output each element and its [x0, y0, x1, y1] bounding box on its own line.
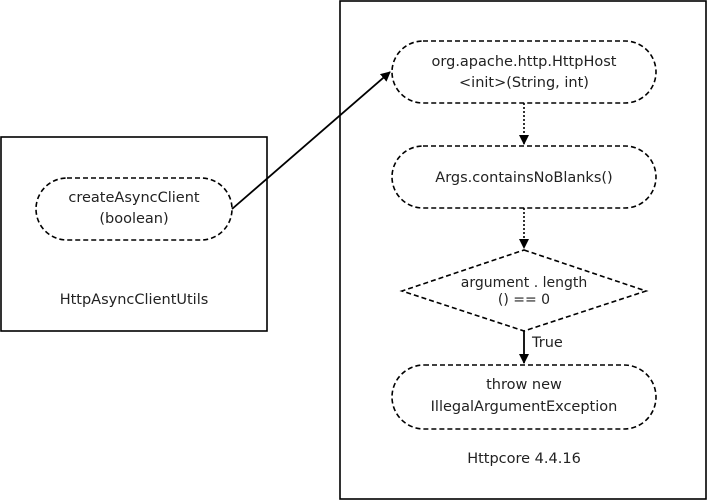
http-host-node [391, 40, 657, 104]
right-container-box [339, 0, 707, 500]
throw-illegal-argument-node [391, 364, 657, 430]
create-async-client-node [35, 177, 233, 241]
args-contains-no-blanks-label: Args.containsNoBlanks() [435, 170, 612, 186]
create-async-client-label-line1: createAsyncClient [68, 190, 200, 206]
left-container-caption: HttpAsyncClientUtils [60, 292, 209, 308]
left-container-box [0, 136, 268, 332]
http-host-label-line1: org.apache.http.HttpHost [432, 54, 617, 70]
http-host-label-line2: <init>(String, int) [459, 75, 589, 91]
edge-true-label: True [531, 335, 563, 351]
create-async-client-label-line2: (boolean) [99, 211, 168, 227]
throw-label-line1: throw new [486, 377, 562, 393]
throw-label-line2: IllegalArgumentException [431, 399, 618, 415]
decision-label-line2: () == 0 [498, 292, 550, 308]
decision-label-line1: argument . length [461, 275, 587, 291]
edge-create-to-host [231, 71, 391, 210]
right-container-caption: Httpcore 4.4.16 [467, 451, 581, 467]
